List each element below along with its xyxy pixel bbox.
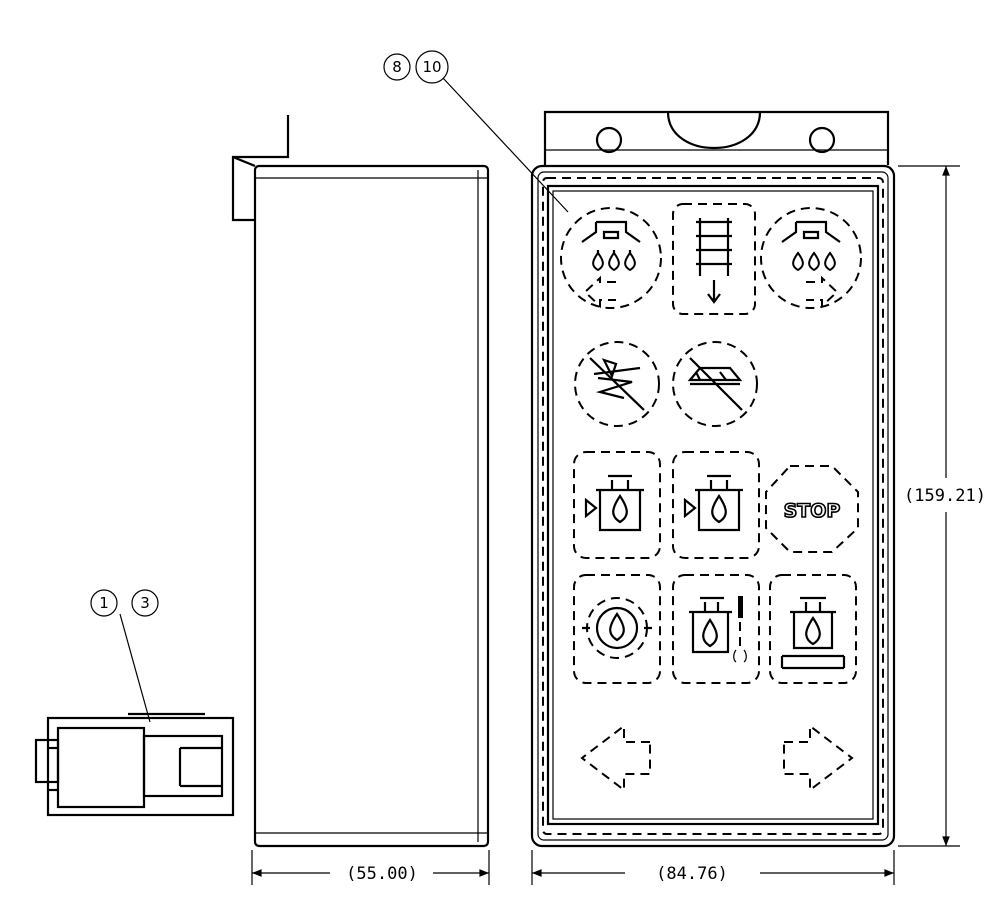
dimension-height-label: (159.21) bbox=[904, 486, 986, 506]
no-pad-icon[interactable] bbox=[672, 341, 758, 427]
dimension-side-width-label: (55.00) bbox=[346, 864, 418, 884]
stop-icon[interactable]: STOP bbox=[765, 465, 859, 553]
balloon-connector-1-label: 1 bbox=[99, 594, 109, 612]
dimension-height: (159.21) bbox=[898, 165, 986, 847]
burn-right-icon[interactable] bbox=[672, 451, 760, 559]
ladder-down-icon[interactable] bbox=[672, 203, 756, 315]
balloon-panel-10-label: 10 bbox=[422, 58, 441, 76]
balloon-connector-1: 1 bbox=[90, 589, 118, 617]
spray-left-icon[interactable] bbox=[560, 207, 662, 309]
connector-view bbox=[34, 613, 235, 817]
no-cutter-icon[interactable] bbox=[574, 341, 660, 427]
balloon-panel-8: 8 bbox=[383, 53, 411, 81]
flame-tray-icon[interactable] bbox=[769, 574, 857, 684]
stop-label: STOP bbox=[784, 500, 841, 522]
arrow-left-icon[interactable] bbox=[580, 723, 651, 793]
balloon-connector-3: 3 bbox=[131, 589, 159, 617]
balloon-connector-3-label: 3 bbox=[140, 594, 150, 612]
arrow-right-icon[interactable] bbox=[783, 723, 854, 793]
dimension-front-width-label: (84.76) bbox=[656, 864, 728, 884]
balloon-panel-8-label: 8 bbox=[392, 58, 402, 76]
spray-right-icon[interactable] bbox=[760, 207, 862, 309]
balloon-panel-10: 10 bbox=[415, 50, 449, 84]
gear-flame-icon[interactable] bbox=[573, 574, 661, 684]
flame-temperature-icon[interactable] bbox=[672, 574, 760, 684]
dimension-front-width: (84.76) bbox=[531, 850, 895, 885]
side-view bbox=[231, 115, 490, 848]
front-view bbox=[530, 110, 896, 848]
dimension-side-width: (55.00) bbox=[251, 850, 490, 885]
burn-left-icon[interactable] bbox=[573, 451, 661, 559]
